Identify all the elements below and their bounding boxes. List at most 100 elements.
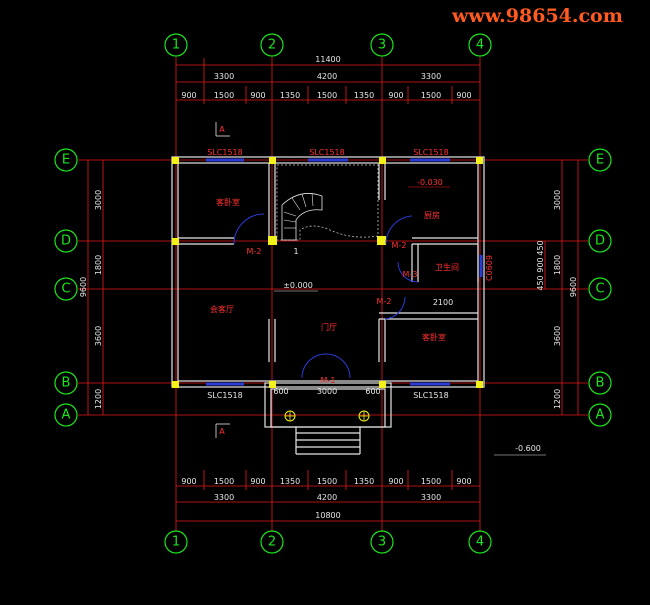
door-m3: M-3	[403, 270, 418, 279]
door-m1: M-1	[321, 376, 336, 385]
door-m2-right: M-2	[392, 241, 407, 250]
window-label-3: SLC1518	[413, 148, 448, 157]
stair-number: 1	[293, 247, 298, 256]
stair-area: 1	[276, 164, 379, 256]
room-foyer: 门厅	[321, 322, 337, 332]
window-label-2: SLC1518	[309, 148, 344, 157]
dim-top-mid-2: 4200	[317, 72, 337, 81]
axis-label-E-right: E	[596, 153, 604, 168]
dim-top-fine-5: 1500	[317, 91, 337, 100]
axis-label-C-right: C	[595, 282, 604, 297]
window-label-4: SLC1518	[207, 391, 242, 400]
axis-label-A-right: A	[596, 408, 605, 423]
room-kitchen: 厨房	[424, 210, 440, 220]
level-living: ±0.000	[283, 281, 313, 290]
room-guest-se: 客卧室	[422, 332, 446, 342]
dim-bottom-fine-8: 1500	[421, 477, 441, 486]
dim-top-fine-8: 1500	[421, 91, 441, 100]
door-swings	[233, 213, 419, 379]
porch-dim-1: 600	[273, 387, 288, 396]
dim-top-mid-1: 3300	[214, 72, 234, 81]
axis-label-C-left: C	[61, 282, 70, 297]
porch-lights	[284, 410, 370, 422]
axis-bubbles-right: E D C B A	[588, 148, 612, 427]
axis-bubbles-bottom: 1 2 3 4	[164, 530, 492, 554]
dim-top-mid-3: 3300	[421, 72, 441, 81]
misc-annotations: 600 3000 600 2100 C0609 A A	[215, 122, 494, 438]
window-label-1: SLC1518	[207, 148, 242, 157]
door-labels: M-2 M-2 M-2 M-3 M-1	[247, 241, 418, 385]
axis-label-2-top: 2	[268, 38, 276, 53]
door-m2-lower: M-2	[377, 297, 392, 306]
dim-bottom-fine-5: 1500	[317, 477, 337, 486]
walls	[171, 156, 485, 455]
axis-label-D-left: D	[61, 234, 71, 249]
dim-left-part-3: 3600	[94, 326, 103, 346]
bath-width: 2100	[433, 298, 453, 307]
dim-bottom-mid-3: 3300	[421, 493, 441, 502]
room-bathroom: 卫生间	[435, 262, 459, 272]
windows	[206, 158, 483, 386]
dimensions-top: 11400 3300 4200 3300 900 1500 900 1350 1…	[176, 55, 480, 104]
dim-right-total: 9600	[569, 277, 578, 297]
window-label-5: SLC1518	[413, 391, 448, 400]
room-labels: 客卧室 厨房 卫生间 会客厅 门厅 客卧室	[210, 197, 459, 342]
dim-right-inner-2: 900	[536, 257, 545, 272]
window-labels: SLC1518 SLC1518 SLC1518 SLC1518 SLC1518	[207, 148, 448, 400]
columns	[172, 157, 483, 388]
axis-label-E-left: E	[62, 153, 70, 168]
dim-bottom-fine-2: 1500	[214, 477, 234, 486]
axis-label-2-bottom: 2	[268, 535, 276, 550]
dim-left-part-2: 1800	[94, 255, 103, 275]
dim-right-inner-1: 450	[536, 240, 545, 255]
axis-label-B-left: B	[62, 376, 71, 391]
axis-label-1-bottom: 1	[172, 535, 180, 550]
dim-top-fine-7: 900	[388, 91, 403, 100]
dim-bottom-mid-2: 4200	[317, 493, 337, 502]
dim-right-inner-3: 450	[536, 275, 545, 290]
dim-top-fine-9: 900	[456, 91, 471, 100]
axis-label-4-bottom: 4	[476, 535, 484, 550]
dim-left-part-1: 3000	[94, 190, 103, 210]
dim-top-fine-6: 1350	[354, 91, 374, 100]
axis-label-3-top: 3	[378, 38, 386, 53]
dim-top-fine-4: 1350	[280, 91, 300, 100]
dim-bottom-fine-9: 900	[456, 477, 471, 486]
dim-top-fine-1: 900	[181, 91, 196, 100]
axis-bubbles-top: 1 2 3 4	[164, 33, 492, 57]
dimensions-right: 9600 3000 1800 3600 1200 450 900 450	[536, 160, 579, 415]
bath-window-label: C0609	[485, 255, 494, 281]
dim-bottom-mid-1: 3300	[214, 493, 234, 502]
porch-dim-3: 600	[365, 387, 380, 396]
dimensions-left: 9600 3000 1800 3600 1200	[79, 160, 104, 415]
porch-dim-2: 3000	[317, 387, 337, 396]
watermark-text: www.98654.com	[451, 5, 623, 27]
dim-bottom-fine-4: 1350	[280, 477, 300, 486]
dim-top-fine-3: 900	[250, 91, 265, 100]
dim-bottom-fine-7: 900	[388, 477, 403, 486]
dim-right-part-1: 3000	[553, 190, 562, 210]
dimensions-bottom: 900 1500 900 1350 1500 1350 900 1500 900…	[176, 470, 480, 522]
dim-right-part-3: 3600	[553, 326, 562, 346]
axis-label-1-top: 1	[172, 38, 180, 53]
dim-bottom-fine-6: 1350	[354, 477, 374, 486]
axis-label-D-right: D	[595, 234, 605, 249]
room-guest-nw: 客卧室	[216, 197, 240, 207]
level-outdoor: -0.600	[515, 444, 541, 453]
dim-top-fine-2: 1500	[214, 91, 234, 100]
dim-left-total: 9600	[79, 277, 88, 297]
level-marks: -0.030 ±0.000 -0.600	[274, 178, 546, 456]
level-kitchen: -0.030	[417, 178, 443, 187]
dim-top-total: 11400	[315, 55, 340, 64]
dim-left-part-4: 1200	[94, 389, 103, 409]
dim-right-part-4: 1200	[553, 389, 562, 409]
column-axis-lines	[175, 57, 481, 532]
dim-right-part-2: 1800	[553, 255, 562, 275]
axis-label-B-right: B	[596, 376, 605, 391]
room-living: 会客厅	[210, 304, 234, 314]
section-mark-bottom: A	[219, 427, 225, 436]
axis-label-A-left: A	[62, 408, 71, 423]
axis-label-3-bottom: 3	[378, 535, 386, 550]
door-m2-left: M-2	[247, 247, 262, 256]
